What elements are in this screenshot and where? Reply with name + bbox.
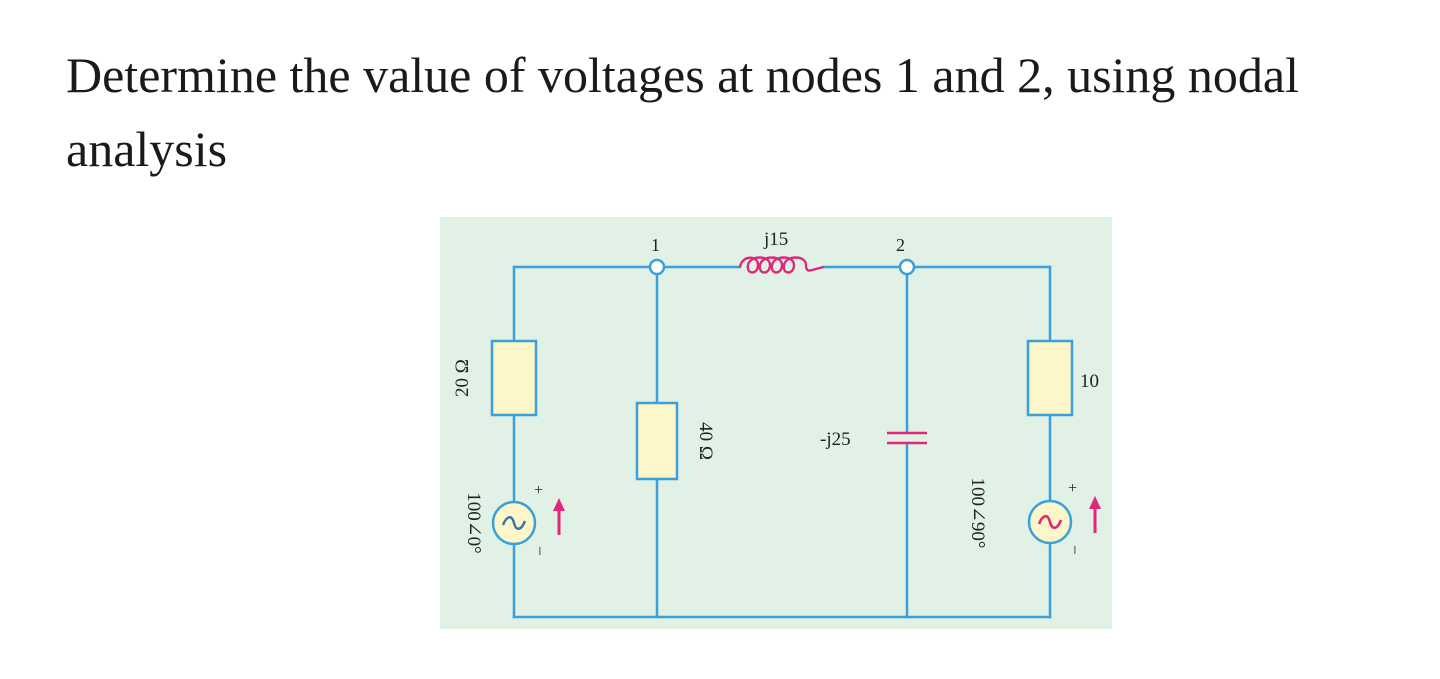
- source-right-sine-icon: [1037, 514, 1063, 530]
- source-left-minus: –: [532, 546, 549, 556]
- resistor-20-label: 20 Ω: [452, 359, 473, 397]
- question-line-2: analysis: [66, 121, 228, 177]
- capacitor-minus-j25: [887, 431, 927, 445]
- source-right-arrow-icon: [1089, 496, 1101, 533]
- resistor-10-label: 10: [1080, 371, 1099, 392]
- node-2-label: 2: [896, 235, 905, 255]
- source-left-arrow-icon: [553, 498, 565, 535]
- circuit-background: [440, 217, 1112, 629]
- node-1-label: 1: [651, 235, 660, 255]
- source-left-sine-icon: [501, 516, 527, 530]
- wires: [512, 265, 1052, 619]
- capacitor-label: -j25: [820, 429, 851, 450]
- resistor-20-ohm: [490, 339, 538, 417]
- source-right-minus: –: [1067, 545, 1084, 555]
- inductor-label: j15: [763, 229, 788, 250]
- resistor-40-ohm: [635, 401, 679, 481]
- inductor-j15: [738, 256, 825, 274]
- question-text: Determine the value of voltages at nodes…: [66, 38, 1426, 186]
- resistor-40-label: 40 Ω: [695, 422, 716, 460]
- node-1-terminal: [648, 258, 666, 276]
- source-right-label: 100∠90°: [967, 477, 988, 548]
- source-left-plus: +: [534, 482, 543, 499]
- resistor-10-ohm: [1026, 339, 1074, 417]
- circuit-diagram: 1 2 j15 -j25 20 Ω 40 Ω 10 + – 100∠0° + –…: [440, 217, 1112, 629]
- question-line-1: Determine the value of voltages at nodes…: [66, 47, 1300, 103]
- source-right-plus: +: [1068, 480, 1077, 497]
- node-2-terminal: [898, 258, 916, 276]
- source-left-label: 100∠0°: [463, 492, 484, 554]
